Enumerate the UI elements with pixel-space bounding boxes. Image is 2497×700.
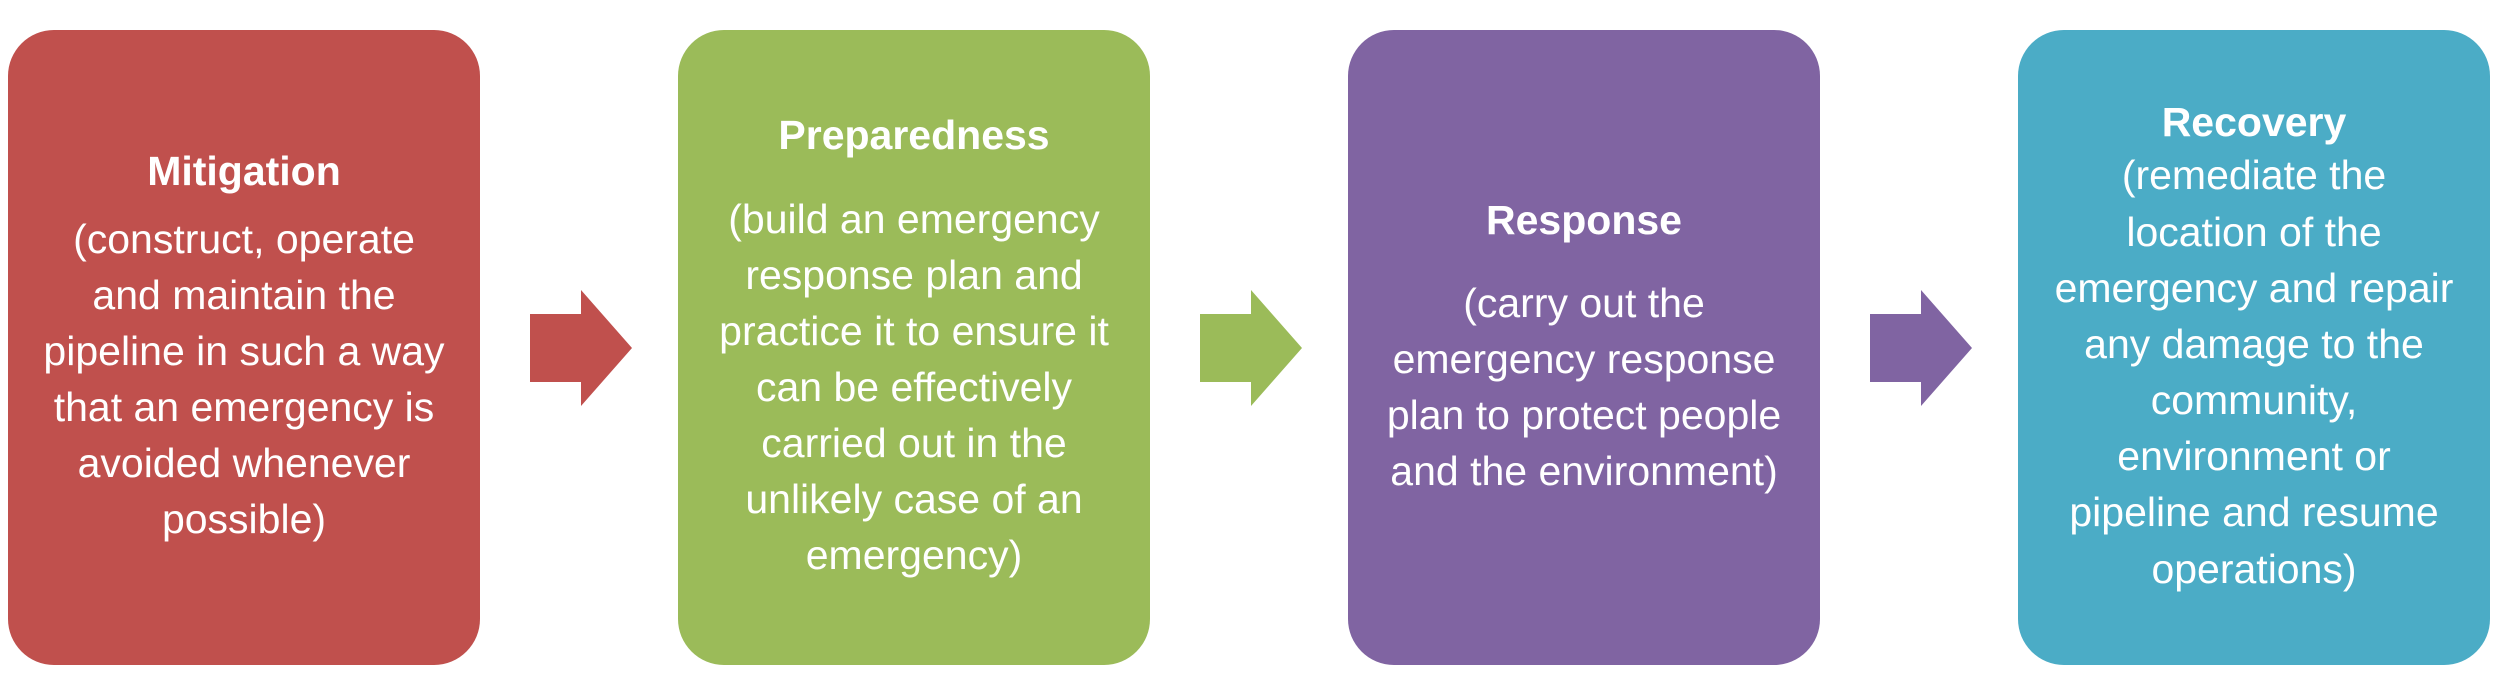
stage-title: Preparedness <box>778 112 1050 159</box>
stage-description: (construct, operate and maintain the pip… <box>43 215 445 543</box>
right-arrow-icon <box>530 290 632 406</box>
right-arrow-icon <box>1200 290 1302 406</box>
stage-description: (build an emergency response plan and pr… <box>719 195 1109 579</box>
stage-title: Recovery <box>2161 99 2347 146</box>
stage-box-preparedness: Preparedness (build an emergency respons… <box>678 30 1150 665</box>
stage-title: Response <box>1486 196 1682 243</box>
stage-box-mitigation: Mitigation (construct, operate and maint… <box>8 30 480 665</box>
right-arrow-icon <box>1870 290 1972 406</box>
stage-box-response: Response (carry out the emergency respon… <box>1348 30 1820 665</box>
stage-description: (carry out the emergency response plan t… <box>1386 279 1782 495</box>
stage-description: (remediate the location of the emergency… <box>2054 152 2454 592</box>
stage-title: Mitigation <box>147 148 341 195</box>
stage-box-recovery: Recovery (remediate the location of the … <box>2018 30 2490 665</box>
